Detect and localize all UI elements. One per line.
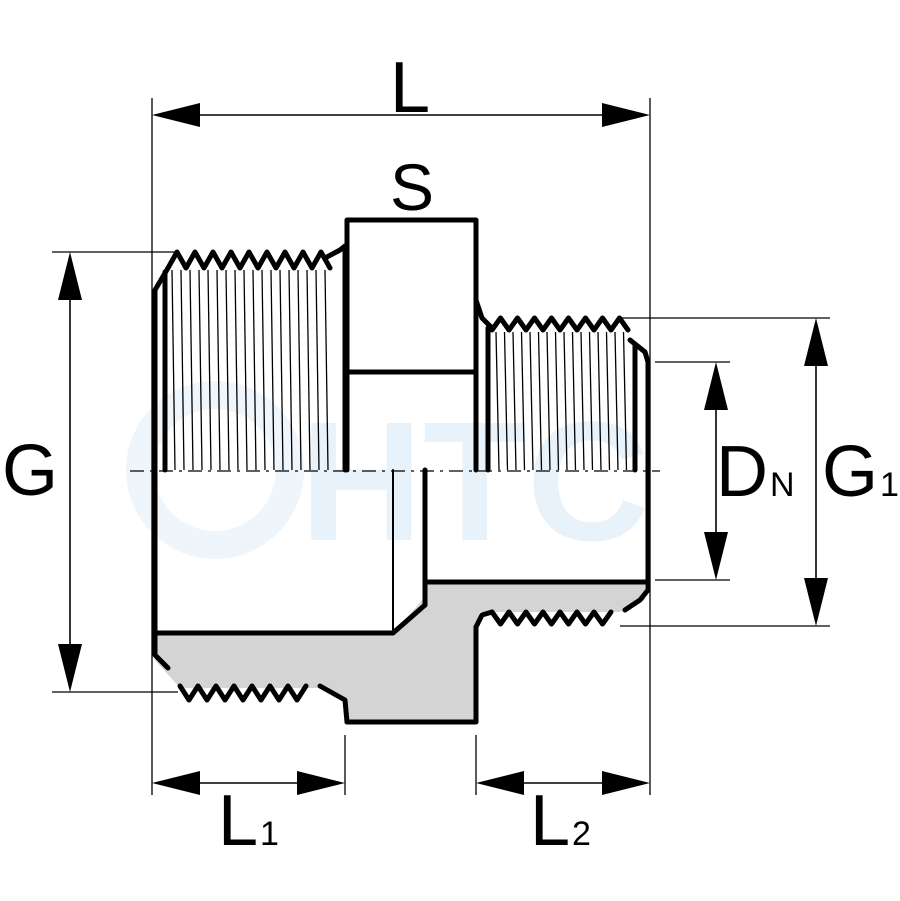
left-end-outline <box>152 265 171 671</box>
left-bore-outline <box>152 602 428 636</box>
thread-flank-line <box>216 269 221 471</box>
thread-right-bottom <box>489 609 614 627</box>
dimension-G1: G1 <box>804 318 899 626</box>
watermark: HTC <box>126 381 649 577</box>
thread-right-top <box>489 315 631 333</box>
thread-flank-line <box>571 331 577 471</box>
label-G1-main: G <box>822 432 878 512</box>
label-DN-main: D <box>716 432 768 512</box>
thread-flank-line <box>503 331 509 471</box>
arrow-G-top <box>58 252 82 300</box>
label-L1: L1 <box>218 781 279 861</box>
thread-flank-line <box>180 269 185 471</box>
thread-flank-line <box>279 269 284 471</box>
dimension-L2: L2 <box>476 771 650 861</box>
label-L2: L2 <box>530 781 591 861</box>
thread-flank-line <box>614 331 619 471</box>
dimension-L1: L1 <box>152 771 345 861</box>
thread-flank-line <box>243 269 248 471</box>
right-end-outline <box>622 337 651 613</box>
arrow-L-right <box>602 103 650 127</box>
thread-flank-line <box>554 331 560 471</box>
fitting-body <box>152 217 651 725</box>
arrow-L1-left <box>152 771 200 795</box>
arrow-L-left <box>152 103 200 127</box>
thread-flank-line <box>520 331 526 471</box>
thread-flank-line <box>171 269 176 471</box>
right-shoulder-top <box>473 297 495 331</box>
section-fill-left <box>155 582 645 722</box>
thread-flank-line <box>207 269 212 471</box>
thread-flank-line <box>198 269 203 471</box>
thread-flank-line <box>252 269 257 471</box>
thread-flank-line <box>605 331 611 471</box>
thread-flank-line <box>622 331 628 471</box>
hex-bottom <box>344 624 479 725</box>
thread-left-top <box>165 249 333 271</box>
arrow-DN-bottom <box>704 532 728 580</box>
label-G1: G1 <box>822 432 899 512</box>
threads <box>165 249 631 703</box>
arrow-DN-top <box>704 362 728 410</box>
thread-flank-line <box>512 331 517 471</box>
dimension-DN: DN <box>704 362 795 580</box>
watermark-ring <box>126 381 304 559</box>
extension-lines <box>52 98 830 795</box>
thread-flank-line <box>261 269 266 471</box>
thread-flank-line <box>537 331 543 471</box>
label-G: G <box>2 431 58 511</box>
arrow-G-bottom <box>58 644 82 692</box>
dimension-L: L <box>152 48 650 128</box>
hex-outline <box>344 217 479 473</box>
thread-flank-line <box>324 269 329 471</box>
thread-flank-line <box>546 331 551 471</box>
thread-flank-line <box>288 269 293 471</box>
thread-left-bottom <box>177 683 309 703</box>
arrow-L2-right <box>602 771 650 795</box>
label-L2-main: L <box>530 781 570 861</box>
arrow-L1-right <box>297 771 345 795</box>
arrow-L2-left <box>476 771 524 795</box>
dimension-S: S <box>390 150 434 224</box>
thread-flank-line <box>270 269 275 471</box>
thread-flank-line <box>225 269 230 471</box>
label-DN-sub: N <box>770 466 795 504</box>
label-G1-sub: 1 <box>880 466 899 504</box>
label-DN: DN <box>716 432 795 512</box>
section-hatch <box>155 582 645 722</box>
thread-lines <box>171 269 628 471</box>
right-shoulder-bottom <box>473 609 495 630</box>
arrow-G1-bottom <box>804 578 828 626</box>
thread-flank-line <box>597 331 602 471</box>
thread-flank-line <box>315 269 320 471</box>
left-shoulder-bottom <box>317 683 350 725</box>
arrow-G1-top <box>804 318 828 366</box>
label-L1-sub: 1 <box>260 815 279 853</box>
thread-flank-line <box>189 269 194 471</box>
label-L: L <box>390 48 430 128</box>
thread-flank-line <box>588 331 594 471</box>
thread-flank-line <box>234 269 239 471</box>
thread-flank-line <box>297 269 302 471</box>
label-S: S <box>390 150 434 224</box>
thread-flank-line <box>495 331 500 471</box>
thread-flank-line <box>580 331 585 471</box>
thread-flank-line <box>563 331 568 471</box>
thread-flank-line <box>529 331 534 471</box>
label-L1-main: L <box>218 781 258 861</box>
dimension-G: G <box>2 252 82 692</box>
label-L2-sub: 2 <box>572 815 591 853</box>
thread-flank-line <box>306 269 311 471</box>
